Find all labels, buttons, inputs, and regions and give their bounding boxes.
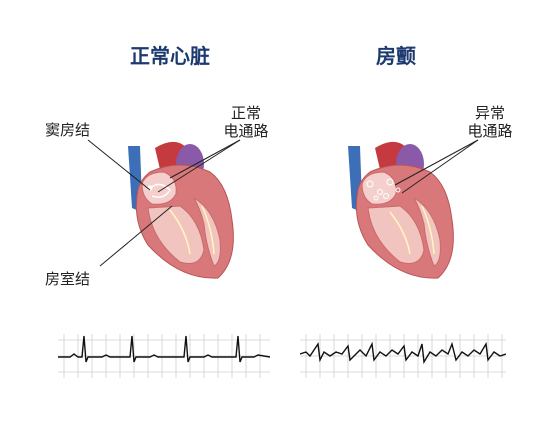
av-node-label: 房室结	[45, 270, 91, 288]
normal-ecg-strip	[58, 334, 270, 378]
normal-pathway-label-line1: 正常	[230, 104, 261, 122]
sa-node-label: 窦房结	[45, 121, 91, 139]
normal-pathway-label-line2: 电通路	[223, 122, 269, 140]
normal-heart-title: 正常心脏	[130, 44, 210, 68]
abnormal-pathway-label: 异常 电通路	[460, 104, 520, 140]
normal-pathway-label: 正常 电通路	[216, 104, 276, 140]
abnormal-pathway-label-line1: 异常	[474, 104, 505, 122]
normal-heart-leader-lines	[87, 139, 241, 267]
afib-heart-illustration	[347, 141, 454, 279]
normal-heart-illustration	[127, 141, 234, 279]
afib-title: 房颤	[376, 44, 416, 68]
abnormal-pathway-label-line2: 电通路	[467, 122, 513, 140]
afib-heart-leader-lines	[394, 139, 479, 194]
afib-ecg-strip	[300, 334, 506, 378]
